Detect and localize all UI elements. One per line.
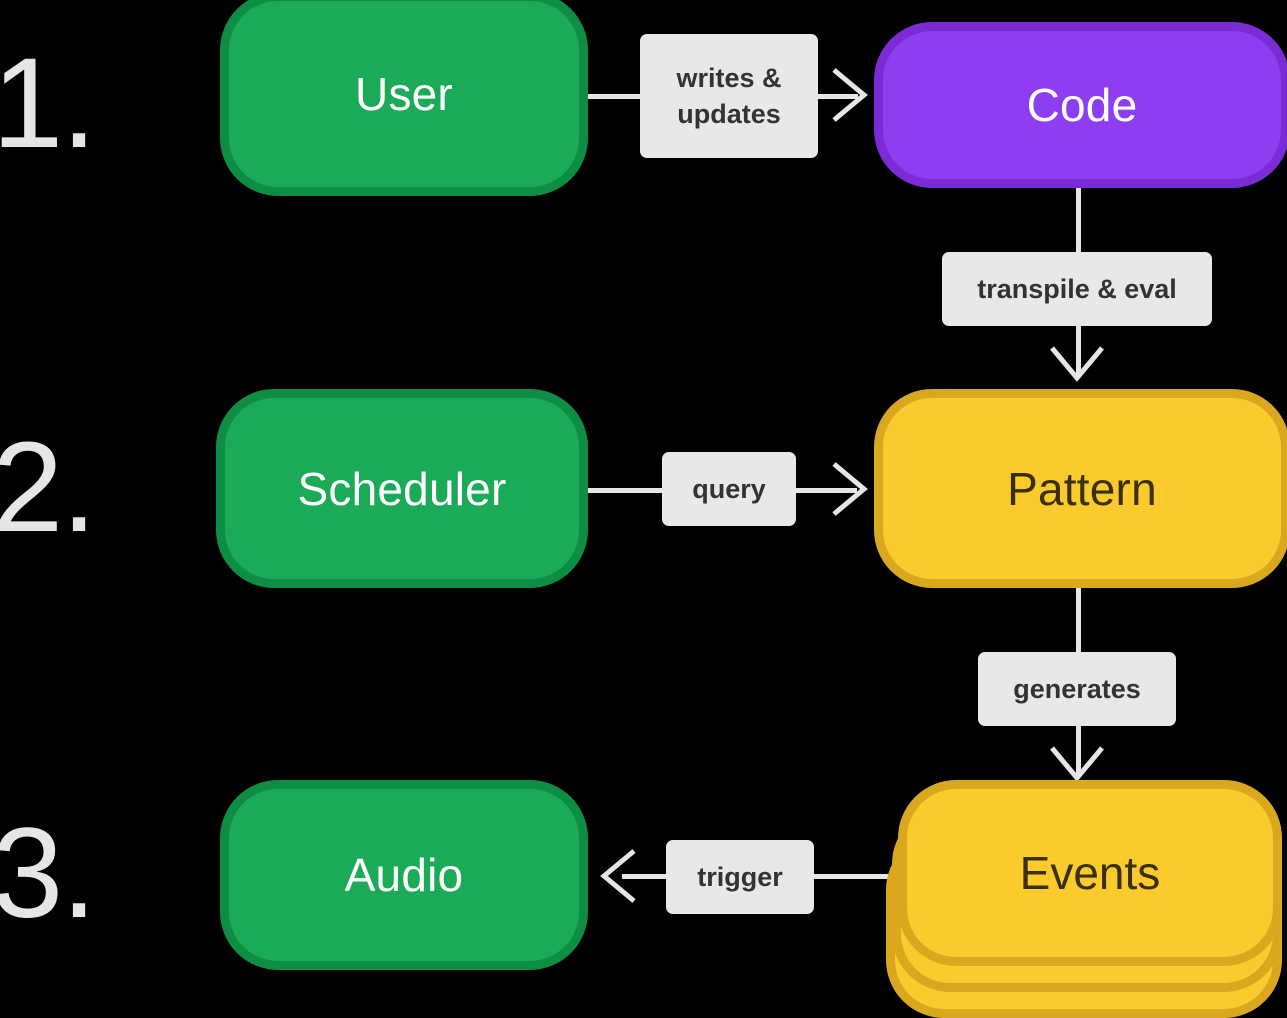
edge-label-query: query bbox=[662, 452, 796, 526]
edge-label-trigger: trigger bbox=[666, 840, 814, 914]
arrowhead-events-audio bbox=[600, 849, 636, 903]
edge-line-pattern-events-a bbox=[1076, 588, 1081, 654]
node-audio-label: Audio bbox=[344, 849, 464, 901]
arrowhead-pattern-events bbox=[1050, 746, 1104, 782]
arrowhead-user-code bbox=[832, 68, 868, 122]
node-events-label: Events bbox=[1019, 847, 1161, 899]
node-audio[interactable]: Audio bbox=[220, 780, 588, 970]
edge-line-events-audio-b bbox=[622, 874, 670, 879]
node-user-label: User bbox=[355, 68, 453, 120]
edge-label-writes-updates: writes & updates bbox=[640, 34, 818, 158]
edge-line-user-code-a bbox=[585, 94, 645, 99]
edge-line-user-code-b bbox=[816, 94, 858, 99]
node-scheduler[interactable]: Scheduler bbox=[216, 389, 588, 588]
node-events[interactable]: Events bbox=[880, 780, 1282, 1018]
node-events-layer-1: Events bbox=[898, 780, 1282, 966]
step-number-2: 2. bbox=[0, 416, 97, 559]
node-pattern-label: Pattern bbox=[1007, 462, 1157, 515]
node-code[interactable]: Code bbox=[874, 22, 1287, 188]
edge-line-events-audio-a bbox=[812, 874, 894, 879]
edge-line-scheduler-pattern-b bbox=[795, 488, 857, 493]
arrowhead-scheduler-pattern bbox=[832, 462, 868, 516]
edge-label-generates: generates bbox=[978, 652, 1176, 726]
node-scheduler-label: Scheduler bbox=[297, 462, 507, 515]
edge-line-scheduler-pattern-a bbox=[585, 488, 663, 493]
node-pattern[interactable]: Pattern bbox=[874, 389, 1287, 588]
node-user[interactable]: User bbox=[220, 0, 588, 196]
node-code-label: Code bbox=[1026, 79, 1138, 131]
edge-line-code-pattern-b bbox=[1076, 324, 1081, 374]
edge-line-code-pattern-a bbox=[1076, 188, 1081, 254]
step-number-1: 1. bbox=[0, 32, 97, 175]
arrowhead-code-pattern bbox=[1050, 346, 1104, 382]
step-number-3: 3. bbox=[0, 802, 97, 945]
edge-line-pattern-events-b bbox=[1076, 724, 1081, 774]
edge-label-transpile-eval: transpile & eval bbox=[942, 252, 1212, 326]
